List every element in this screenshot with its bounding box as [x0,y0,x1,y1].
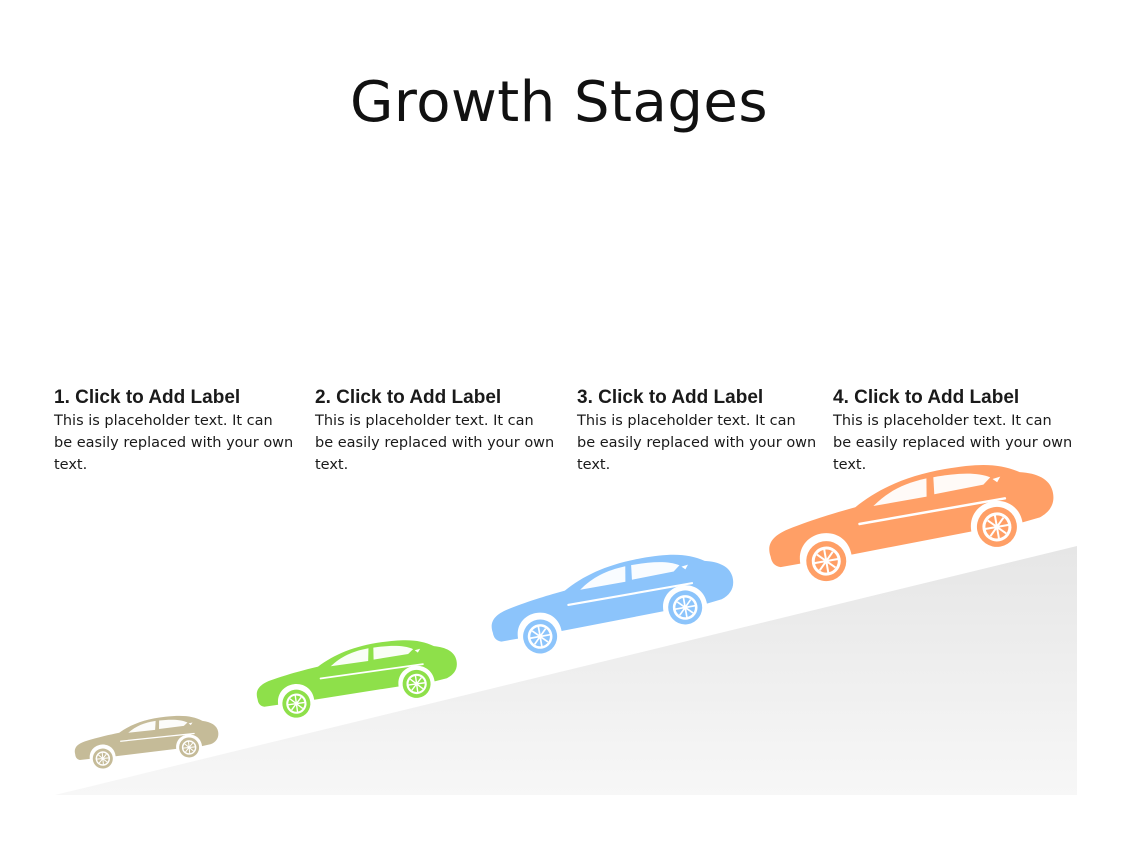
stage-label[interactable]: 2. Click to Add Label [315,387,502,408]
stage-description[interactable]: This is placeholder text. It can be easi… [833,413,1073,473]
page-title: Growth Stages [350,70,768,135]
stage-4: 4. Click to Add Label This is placeholde… [833,386,1073,476]
stage-label[interactable]: 3. Click to Add Label [577,387,764,408]
stage-1: 1. Click to Add Label This is placeholde… [54,386,294,476]
stage-label[interactable]: 4. Click to Add Label [833,387,1020,408]
stage-3: 3. Click to Add Label This is placeholde… [577,386,817,476]
stage-description[interactable]: This is placeholder text. It can be easi… [315,413,555,473]
stage-label[interactable]: 1. Click to Add Label [54,387,241,408]
stage-description[interactable]: This is placeholder text. It can be easi… [577,413,817,473]
ramp [55,546,1077,795]
stage-2: 2. Click to Add Label This is placeholde… [315,386,555,476]
stage-description[interactable]: This is placeholder text. It can be easi… [54,413,294,473]
